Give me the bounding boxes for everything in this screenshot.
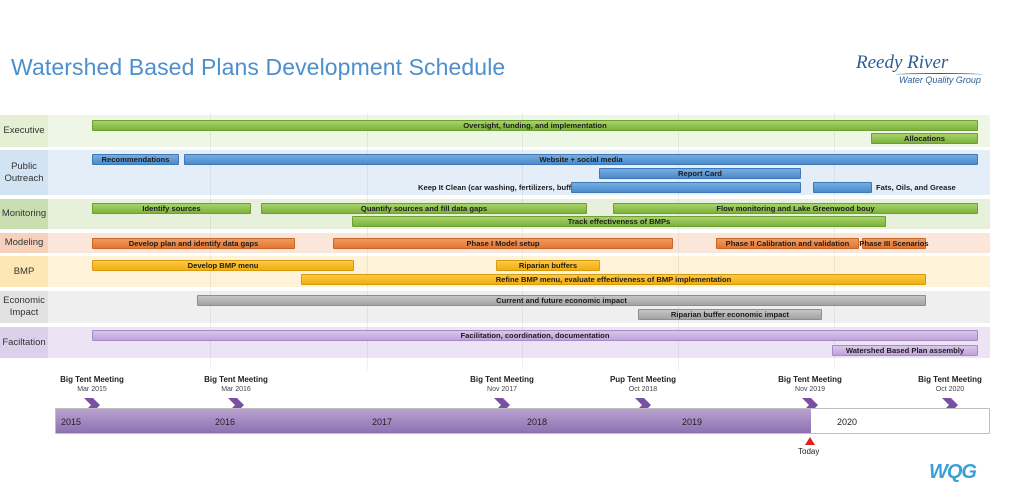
task-bar-facilitation: Facilitation, coordination, documentatio… — [92, 330, 978, 341]
task-bar-riparian-buffers: Riparian buffers — [496, 260, 600, 271]
timeline-elapsed — [56, 409, 811, 433]
year-label: 2015 — [61, 417, 82, 427]
milestone-date: Nov 2019 — [795, 386, 825, 393]
task-bar-report-card: Report Card — [599, 168, 801, 179]
task-bar-quantify-sources: Quantify sources and fill data gaps — [261, 203, 587, 214]
task-bar-oversight: Oversight, funding, and implementation — [92, 120, 978, 131]
milestone-title: Big Tent Meeting — [60, 375, 124, 384]
task-label-fats-oils: Fats, Oils, and Grease — [876, 183, 956, 192]
task-bar-phase2: Phase II Calibration and validation — [716, 238, 859, 249]
milestone-3: Big Tent Meeting Nov 2017 — [457, 375, 547, 393]
task-bar-allocations: Allocations — [871, 133, 978, 144]
category-label-economic-impact: Economic Impact — [0, 291, 48, 323]
milestone-date: Nov 2017 — [487, 386, 517, 393]
task-bar-phase1: Phase I Model setup — [333, 238, 673, 249]
today-marker-icon — [805, 437, 815, 445]
task-bar-identify-sources: Identify sources — [92, 203, 251, 214]
year-label: 2016 — [215, 417, 236, 427]
year-label: 2020 — [837, 417, 858, 427]
year-label: 2019 — [682, 417, 703, 427]
category-label-executive: Executive — [0, 115, 48, 147]
milestone-1: Big Tent Meeting Mar 2015 — [47, 375, 137, 393]
milestone-title: Big Tent Meeting — [778, 375, 842, 384]
category-label-bmp: BMP — [0, 256, 48, 287]
task-bar-recommendations: Recommendations — [92, 154, 179, 165]
category-label-modeling: Modeling — [0, 233, 48, 253]
task-bar-track-bmps: Track effectiveness of BMPs — [352, 216, 886, 227]
logo-swoosh — [896, 73, 982, 76]
milestone-4: Pup Tent Meeting Oct 2018 — [598, 375, 688, 393]
milestone-2: Big Tent Meeting Mar 2016 — [191, 375, 281, 393]
category-label-monitoring: Monitoring — [0, 199, 48, 229]
milestone-title: Big Tent Meeting — [918, 375, 982, 384]
today-label: Today — [798, 447, 820, 456]
task-bar-fats-oils — [813, 182, 872, 193]
wqg-logo: WQG — [929, 461, 977, 483]
milestone-5: Big Tent Meeting Nov 2019 — [765, 375, 855, 393]
reedy-river-logo: Reedy River Water Quality Group — [852, 52, 982, 92]
task-bar-website: Website + social media — [184, 154, 978, 165]
task-bar-wbp-assembly: Watershed Based Plan assembly — [832, 345, 978, 356]
task-bar-develop-plan: Develop plan and identify data gaps — [92, 238, 295, 249]
milestone-title: Pup Tent Meeting — [609, 375, 677, 384]
page-title: Watershed Based Plans Development Schedu… — [11, 54, 506, 80]
milestone-date: Oct 2018 — [628, 386, 658, 393]
gridline-2019 — [678, 113, 679, 370]
task-bar-riparian-econ: Riparian buffer economic impact — [638, 309, 822, 320]
year-label: 2017 — [372, 417, 393, 427]
milestone-6: Big Tent Meeting Oct 2020 — [905, 375, 995, 393]
task-label-keep-it-clean: Keep It Clean (car washing, fertilizers,… — [418, 183, 586, 192]
category-label-public-outreach: Public Outreach — [0, 150, 48, 195]
milestone-title: Big Tent Meeting — [204, 375, 268, 384]
milestone-date: Mar 2015 — [77, 386, 107, 393]
year-label: 2018 — [527, 417, 548, 427]
task-bar-phase3: Phase III Scenarios — [859, 238, 929, 249]
milestone-title: Big Tent Meeting — [470, 375, 534, 384]
task-bar-flow-monitoring: Flow monitoring and Lake Greenwood bouy — [613, 203, 978, 214]
task-bar-develop-bmp: Develop BMP menu — [92, 260, 354, 271]
task-bar-keep-it-clean — [571, 182, 801, 193]
milestone-date: Mar 2016 — [221, 386, 251, 393]
task-bar-refine-bmp: Refine BMP menu, evaluate effectiveness … — [301, 274, 926, 285]
task-bar-econ-impact: Current and future economic impact — [197, 295, 926, 306]
timeline-bar: 2015 2016 2017 2018 2019 2020 — [55, 408, 990, 434]
logo-main-text: Reedy River — [856, 52, 949, 73]
category-label-facilitation: Faciltation — [0, 327, 48, 358]
milestone-date: Oct 2020 — [935, 386, 965, 393]
logo-sub-text: Water Quality Group — [899, 75, 981, 85]
